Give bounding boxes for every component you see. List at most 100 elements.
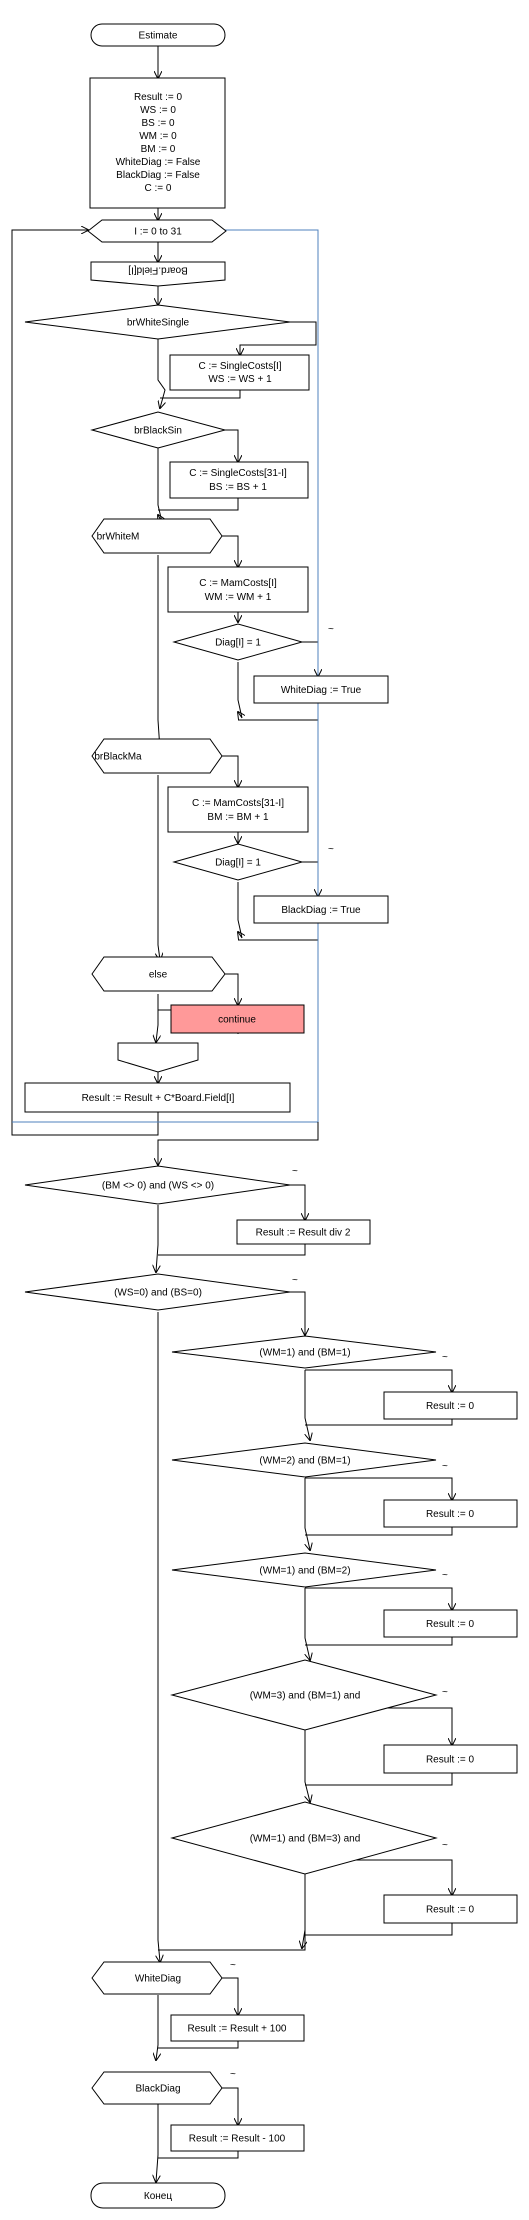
branch-mark: ~ — [292, 1166, 298, 1177]
condition-label: BlackDiag — [135, 2084, 180, 2095]
action-line: Result := Result div 2 — [256, 1228, 351, 1239]
case-label: brWhiteSingle — [127, 318, 190, 329]
action-line: Result := Result - 100 — [189, 2134, 286, 2145]
accumulate-block: Result := Result + C*Board.Field[I] — [24, 1082, 291, 1113]
minus-100-action: Result := Result - 100 — [170, 2124, 305, 2152]
action-line: BlackDiag := True — [281, 905, 361, 916]
action-line: BS := BS + 1 — [209, 482, 267, 493]
action-line: C := SingleCosts[31-I] — [189, 468, 287, 479]
white-diag-action: WhiteDiag := True — [253, 675, 389, 704]
black-man-action: C := MamCosts[31-I] BM := BM + 1 — [167, 786, 309, 833]
branch-marks: ~ ~ ~ ~ ~ ~ ~ ~ ~ ~ ~ — [230, 624, 448, 2080]
case-end — [117, 1042, 199, 1073]
black-diag-condition: Diag[I] = 1 — [172, 843, 304, 881]
start-label: Estimate — [139, 31, 178, 42]
start-terminator: Estimate — [90, 23, 226, 47]
sub-action-4: Result := 0 — [383, 1744, 518, 1774]
action-line: Result := 0 — [426, 1509, 475, 1520]
action-line: C := SingleCosts[I] — [198, 361, 281, 372]
action-line: WM := WM + 1 — [205, 592, 272, 603]
branch-mark: ~ — [442, 1687, 448, 1698]
condition-label: WhiteDiag — [135, 1974, 181, 1985]
init-line: Result := 0 — [134, 92, 183, 103]
init-line: BS := 0 — [141, 118, 175, 129]
init-block: Result := 0 WS := 0 BS := 0 WM := 0 BM :… — [89, 77, 226, 209]
case-black-single: brBlackSin — [90, 411, 227, 449]
sub-condition-3: (WM=1) and (BM=2) — [171, 1552, 437, 1588]
sub-action-5: Result := 0 — [383, 1894, 518, 1924]
plus-100-action: Result := Result + 100 — [170, 2014, 305, 2042]
condition-label: (WM=1) and (BM=1) — [259, 1348, 350, 1359]
loop-header: I := 0 to 31 — [87, 219, 227, 243]
accumulate-label: Result := Result + C*Board.Field[I] — [82, 1093, 235, 1104]
condition-label: (WS=0) and (BS=0) — [114, 1288, 202, 1299]
action-line: Result := 0 — [426, 1905, 475, 1916]
sub-condition-4: (WM=3) and (BM=1) and — [170, 1659, 438, 1731]
continue-block: continue — [170, 1004, 305, 1034]
condition-label: (WM=2) and (BM=1) — [259, 1456, 350, 1467]
continue-label: continue — [218, 1015, 256, 1026]
end-label: Конец — [144, 2191, 172, 2202]
branch-mark: ~ — [230, 1960, 236, 1971]
action-line: C := MamCosts[31-I] — [192, 798, 284, 809]
case-label: else — [149, 970, 168, 981]
action-line: BM := BM + 1 — [207, 812, 269, 823]
end-terminator: Конец — [90, 2182, 226, 2209]
connectors — [11, 45, 452, 2182]
case-white-man: brWhiteM — [91, 518, 223, 554]
condition-label: (BM <> 0) and (WS <> 0) — [102, 1181, 214, 1192]
case-selector: Board.Field[I] — [90, 261, 226, 287]
white-man-action: C := MamCosts[I] WM := WM + 1 — [167, 566, 309, 613]
white-diag-check: WhiteDiag — [91, 1961, 223, 1995]
sub-condition-2: (WM=2) and (BM=1) — [171, 1442, 437, 1478]
sub-action-1: Result := 0 — [383, 1391, 518, 1420]
init-line: WM := 0 — [139, 131, 177, 142]
sub-action-2: Result := 0 — [383, 1499, 518, 1528]
init-line: C := 0 — [145, 183, 172, 194]
loop-label: I := 0 to 31 — [134, 227, 182, 238]
case-black-man: brBlackMa — [91, 738, 223, 774]
action-line: C := MamCosts[I] — [199, 578, 277, 589]
init-line: WhiteDiag := False — [116, 157, 201, 168]
action-line: Result := 0 — [426, 1401, 475, 1412]
condition-label: Diag[I] = 1 — [215, 638, 261, 649]
white-single-action: C := SingleCosts[I] WS := WS + 1 — [169, 354, 310, 391]
branch-mark: ~ — [442, 1570, 448, 1581]
branch-mark: ~ — [230, 2069, 236, 2080]
condition-label: (WM=1) and (BM=2) — [259, 1566, 350, 1577]
action-line: Result := Result + 100 — [188, 2024, 287, 2035]
branch-mark: ~ — [292, 1275, 298, 1286]
black-diag-action: BlackDiag := True — [253, 895, 389, 924]
case-expr: Board.Field[I] — [128, 265, 188, 276]
init-line: WS := 0 — [140, 105, 176, 116]
action-line: WhiteDiag := True — [281, 685, 362, 696]
case-label: brWhiteM — [97, 532, 140, 543]
action-line: WS := WS + 1 — [208, 374, 272, 385]
condition-label: (WM=3) and (BM=1) and — [250, 1691, 361, 1702]
black-single-action: C := SingleCosts[31-I] BS := BS + 1 — [169, 461, 309, 499]
condition-label: Diag[I] = 1 — [215, 858, 261, 869]
branch-mark: ~ — [442, 1352, 448, 1363]
black-diag-check: BlackDiag — [91, 2071, 223, 2105]
white-diag-condition: Diag[I] = 1 — [172, 623, 304, 661]
sub-condition-1: (WM=1) and (BM=1) — [171, 1335, 437, 1369]
div-action: Result := Result div 2 — [236, 1219, 371, 1245]
condition-label: (WM=1) and (BM=3) and — [250, 1834, 361, 1845]
init-line: BlackDiag := False — [116, 170, 200, 181]
case-label: brBlackSin — [134, 426, 182, 437]
init-line: BM := 0 — [141, 144, 176, 155]
sub-condition-5: (WM=1) and (BM=3) and — [170, 1801, 438, 1875]
branch-mark: ~ — [328, 844, 334, 855]
condition-ws-bs: (WS=0) and (BS=0) — [24, 1273, 291, 1311]
action-line: Result := 0 — [426, 1755, 475, 1766]
branch-mark: ~ — [328, 624, 334, 635]
branch-mark: ~ — [442, 1840, 448, 1851]
condition-bm-ws: (BM <> 0) and (WS <> 0) — [24, 1165, 291, 1205]
action-line: Result := 0 — [426, 1619, 475, 1630]
case-white-single: brWhiteSingle — [24, 304, 291, 340]
case-else: else — [91, 956, 226, 992]
case-label: brBlackMa — [94, 752, 142, 763]
sub-action-3: Result := 0 — [383, 1609, 518, 1638]
branch-mark: ~ — [442, 1461, 448, 1472]
